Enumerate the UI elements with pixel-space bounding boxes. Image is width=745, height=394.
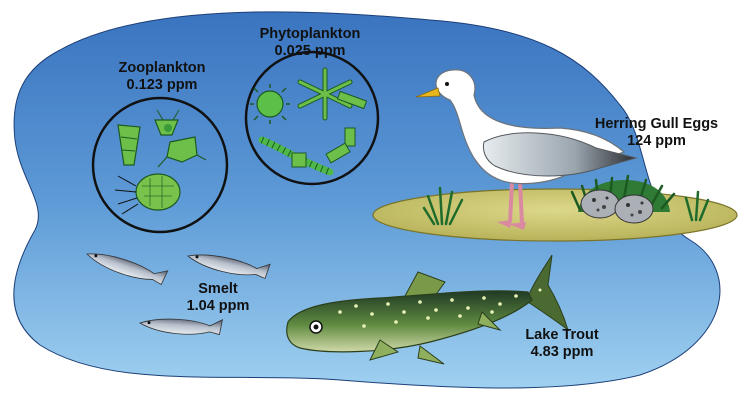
smelt-name: Smelt (182, 281, 254, 298)
gull-eye (445, 82, 449, 86)
zooplankton-name: Zooplankton (106, 60, 218, 77)
phytoplankton-concentration: 0.025 ppm (250, 43, 370, 60)
gull-egg-2 (615, 195, 653, 223)
lake-trout-name: Lake Trout (516, 327, 608, 344)
zooplankton-concentration: 0.123 ppm (106, 77, 218, 94)
lake-trout-concentration: 4.83 ppm (516, 344, 608, 361)
phytoplankton-label: Phytoplankton 0.025 ppm (250, 26, 370, 60)
herring-gull-eggs-concentration: 124 ppm (584, 133, 729, 150)
zooplankton-label: Zooplankton 0.123 ppm (106, 60, 218, 94)
gull-egg-1 (581, 190, 619, 218)
herring-gull-eggs-label: Herring Gull Eggs 124 ppm (584, 116, 729, 150)
smelt-label: Smelt 1.04 ppm (182, 281, 254, 315)
herring-gull-eggs-name: Herring Gull Eggs (584, 116, 729, 133)
phytoplankton-name: Phytoplankton (250, 26, 370, 43)
smelt-concentration: 1.04 ppm (182, 298, 254, 315)
lake-trout-label: Lake Trout 4.83 ppm (516, 327, 608, 361)
